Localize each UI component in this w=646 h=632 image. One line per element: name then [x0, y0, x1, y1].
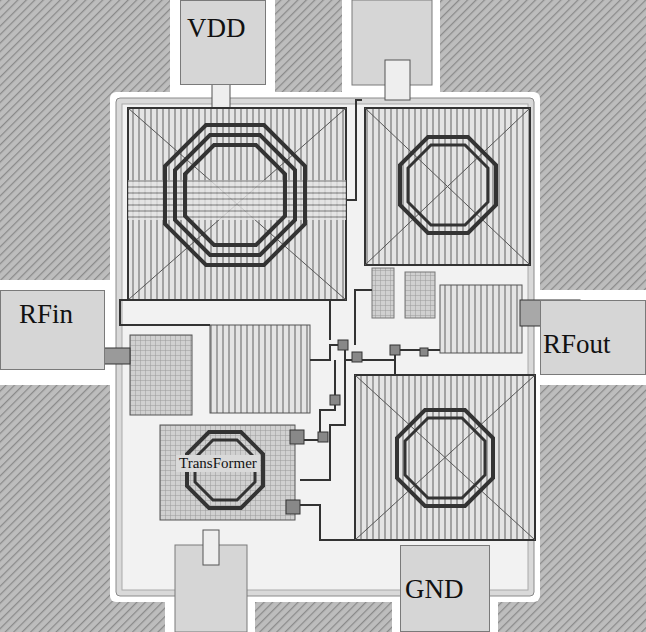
bond-pad: RFout — [540, 300, 646, 375]
pin-name: RFout — [543, 331, 611, 358]
pin-name: GND — [405, 576, 464, 603]
bond-pad: GND — [400, 545, 490, 632]
component-label: TransFormer — [176, 455, 260, 472]
bond-pad: RFin — [0, 290, 105, 370]
bond-pad: VDD — [180, 0, 266, 85]
pin-name: RFin — [19, 301, 73, 328]
pin-name: VDD — [187, 15, 246, 42]
transformer-block: TransFormer — [160, 425, 295, 520]
